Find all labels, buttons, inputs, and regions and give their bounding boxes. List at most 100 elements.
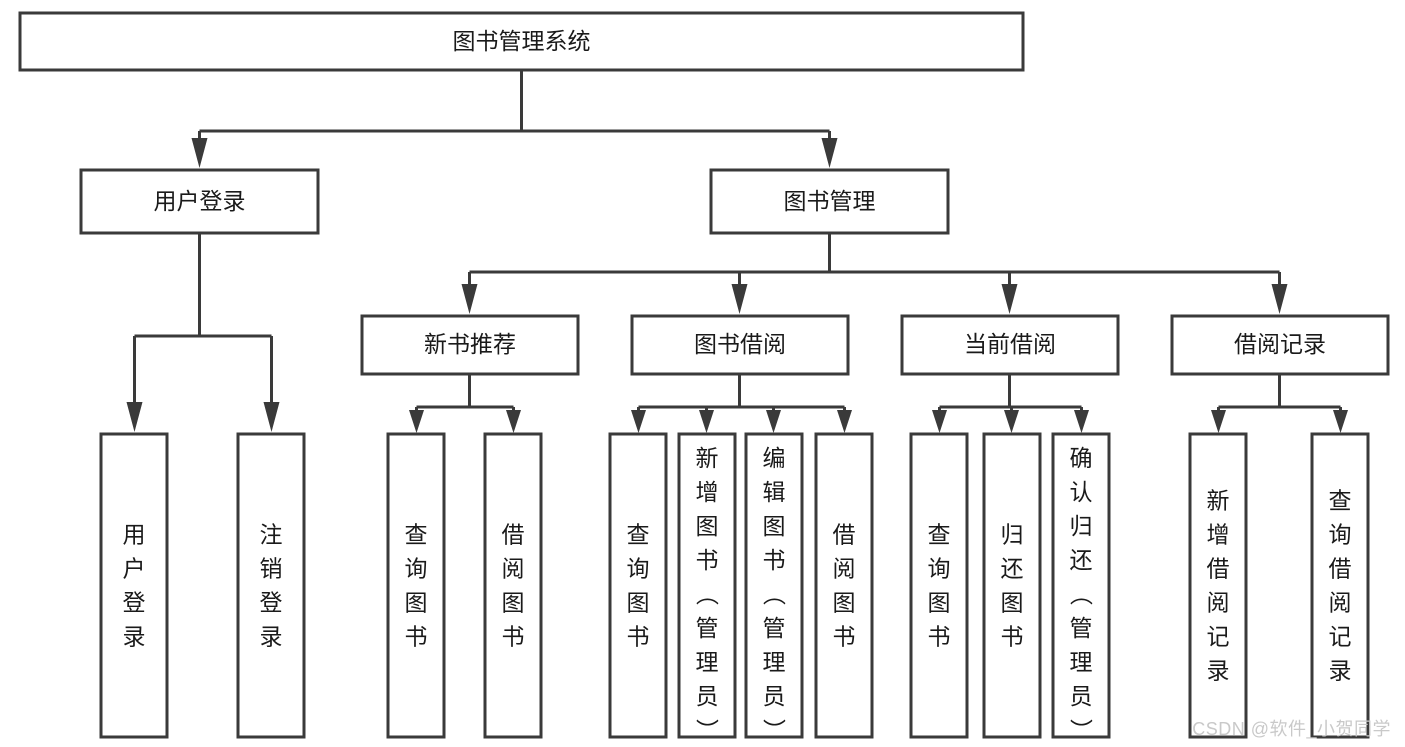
node-borrow-records[interactable]: 借阅记录 [1170, 314, 1390, 376]
arrow-head-icon [766, 410, 781, 433]
leaf-label-char: 询 [405, 556, 428, 582]
leaf-label-char: 阅 [1207, 590, 1230, 616]
leaf-label-char: 还 [1001, 556, 1024, 582]
leaf-label-char: 图 [627, 590, 650, 616]
leaf-label-char: 阅 [833, 556, 856, 582]
leaf-label-char: 新 [696, 445, 719, 471]
leaf-label-char: 理 [1070, 649, 1093, 675]
leaf-box-logout-login[interactable] [236, 432, 306, 739]
leaf-label-char: 销 [260, 556, 283, 582]
leaf-box-return-book[interactable] [982, 432, 1042, 739]
leaf-label-char: 员 [763, 683, 786, 709]
leaf-box-borrow-book-new[interactable] [483, 432, 543, 739]
node-borrow-records-box[interactable] [1170, 314, 1390, 376]
leaf-label-char: 登 [260, 590, 283, 616]
leaf-label-char: 询 [627, 556, 650, 582]
arrow-head-icon [1001, 284, 1018, 314]
arrow-head-icon [837, 410, 852, 433]
leaf-box-add-borrow-record[interactable] [1188, 432, 1248, 739]
leaf-label-char: 询 [928, 556, 951, 582]
leaf-label-char: 确 [1070, 445, 1093, 471]
arrow-head-icon [263, 402, 280, 432]
arrow-head-icon [1074, 410, 1089, 433]
leaf-label-char: 借 [1207, 556, 1230, 582]
node-user-login-box[interactable] [79, 168, 320, 235]
leaf-label-char: 记 [1207, 624, 1230, 650]
leaf-label-char: 书 [627, 624, 650, 650]
leaf-label-char: 书 [696, 547, 719, 573]
leaf-label-char: 录 [123, 624, 146, 650]
leaf-label-char: 户 [123, 556, 146, 582]
leaf-label-char: 理 [696, 649, 719, 675]
leaf-label-0: 用户登录 [123, 522, 146, 650]
node-borrow-records-label: 借阅记录 [1234, 331, 1326, 357]
node-root[interactable]: 图书管理系统 [18, 11, 1025, 72]
leaf-label-char: 图 [833, 590, 856, 616]
node-book-borrow[interactable]: 图书借阅 [630, 314, 850, 376]
leaf-label-char: ） [761, 719, 787, 742]
leaf-box-user-login[interactable] [99, 432, 169, 739]
leaf-box-query-borrow-record[interactable] [1310, 432, 1370, 739]
leaf-label-char: 员 [696, 683, 719, 709]
leaf-box-borrow-book[interactable] [814, 432, 874, 739]
leaf-label-char: 书 [405, 624, 428, 650]
arrow-head-icon [409, 410, 424, 433]
arrow-head-icon [1271, 284, 1288, 314]
arrow-head-icon [932, 410, 947, 433]
leaf-box-confirm-return-admin[interactable] [1051, 432, 1111, 739]
arrow-head-icon [699, 410, 714, 433]
node-new-book-recommend-box[interactable] [360, 314, 580, 376]
leaf-label-char: （ [694, 583, 720, 606]
leaf-box-query-book-new[interactable] [386, 432, 446, 739]
leaf-box-add-book-admin[interactable] [677, 432, 737, 739]
leaf-label-char: 书 [833, 624, 856, 650]
leaf-label-char: 管 [696, 615, 719, 641]
arrow-head-icon [461, 284, 478, 314]
leaf-box-query-book-borrow[interactable] [608, 432, 668, 739]
leaf-label-char: 增 [1207, 522, 1230, 548]
leaf-label-char: 用 [123, 522, 146, 548]
node-current-borrow-box[interactable] [900, 314, 1120, 376]
node-book-management-box[interactable] [709, 168, 950, 235]
leaf-label-char: 辑 [763, 479, 786, 505]
node-root-box[interactable] [18, 11, 1025, 72]
leaf-label-layer: 用户登录注销登录查询图书借阅图书查询图书新增图书（管理员）编辑图书（管理员）借阅… [123, 445, 1352, 742]
leaf-box-edit-book-admin[interactable] [744, 432, 804, 739]
node-current-borrow[interactable]: 当前借阅 [900, 314, 1120, 376]
node-current-borrow-label: 当前借阅 [964, 331, 1056, 357]
arrow-head-icon [126, 402, 143, 432]
leaf-label-char: 归 [1001, 522, 1024, 548]
leaf-box-query-book-current[interactable] [909, 432, 969, 739]
node-user-login-label: 用户登录 [154, 188, 246, 214]
arrow-head-icon [506, 410, 521, 433]
node-user-login[interactable]: 用户登录 [79, 168, 320, 235]
node-new-book-recommend[interactable]: 新书推荐 [360, 314, 580, 376]
leaf-label-char: 借 [833, 522, 856, 548]
arrow-head-icon [821, 138, 838, 168]
leaf-label-char: 注 [260, 522, 283, 548]
node-book-borrow-box[interactable] [630, 314, 850, 376]
leaf-label-char: 登 [123, 590, 146, 616]
leaf-label-char: 增 [696, 479, 719, 505]
arrow-head-icon [631, 410, 646, 433]
leaf-label-char: 认 [1070, 479, 1093, 505]
node-book-management[interactable]: 图书管理 [709, 168, 950, 235]
leaf-label-char: 记 [1329, 624, 1352, 650]
node-new-book-recommend-label: 新书推荐 [424, 331, 516, 357]
leaf-label-char: 图 [405, 590, 428, 616]
leaf-label-char: 录 [1329, 658, 1352, 684]
leaf-label-char: 图 [763, 513, 786, 539]
leaf-label-char: （ [761, 583, 787, 606]
leaf-label-char: ） [694, 719, 720, 742]
